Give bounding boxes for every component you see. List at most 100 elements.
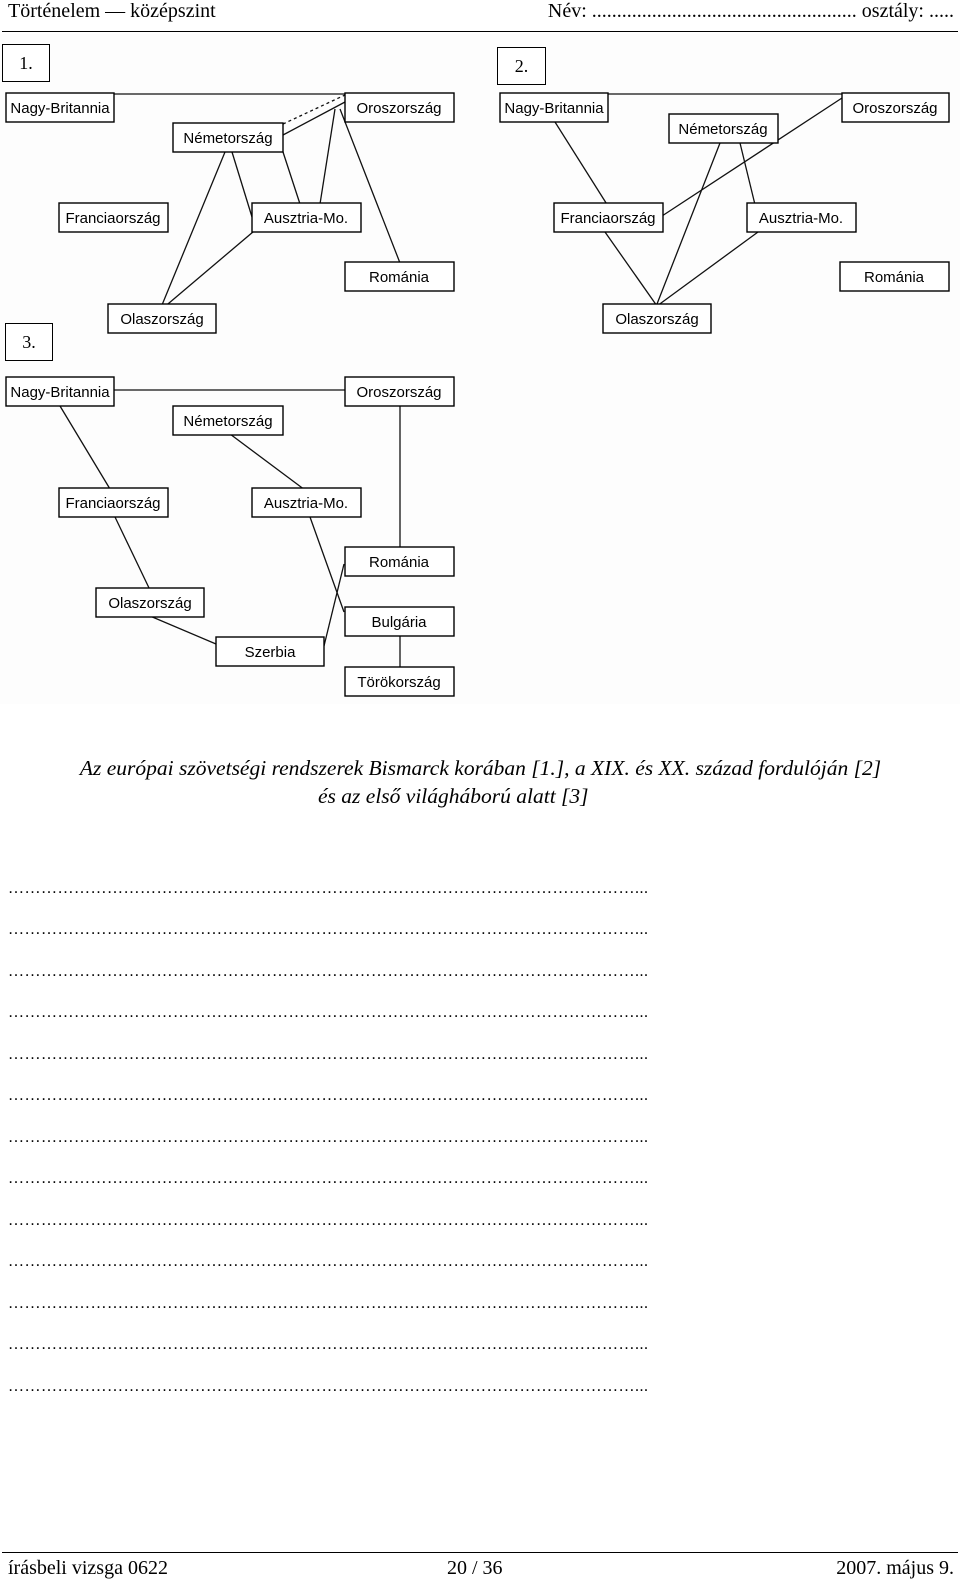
d2-link-de-it (656, 142, 721, 305)
d2-node-nemetorszag: Németország (668, 113, 779, 144)
answer-line[interactable]: ……………………………………………………………………………………………………..… (8, 860, 953, 902)
footer-divider (2, 1552, 958, 1553)
answer-line[interactable]: ……………………………………………………………………………………………………..… (8, 1358, 953, 1400)
answer-line[interactable]: ……………………………………………………………………………………………………..… (8, 1068, 953, 1110)
answer-line[interactable]: ……………………………………………………………………………………………………..… (8, 1192, 953, 1234)
d3-link-it-sr (149, 615, 217, 645)
d1-link-ru-ro (339, 108, 401, 264)
d1-label-franciaorszag: Franciaország (65, 210, 160, 227)
d3-label-romania: Románia (369, 554, 430, 571)
d2-label-romania: Románia (864, 269, 925, 286)
d3-label-ausztria: Ausztria-Mo. (264, 495, 348, 512)
d3-node-torokorszag: Törökország (344, 666, 455, 697)
diagram-3-number: 3. (5, 323, 53, 361)
header-divider (2, 31, 958, 32)
diagram-3-nodes: Nagy-Britannia Oroszország Németország F… (5, 376, 455, 697)
answer-line[interactable]: ……………………………………………………………………………………………………..… (8, 1109, 953, 1151)
d3-node-franciaorszag: Franciaország (58, 487, 169, 518)
answer-line-dots: ……………………………………………………………………………………………………..… (8, 1294, 649, 1312)
d1-link-de-ru-dashed (282, 94, 346, 125)
d1-link-de-ru (282, 101, 346, 136)
answer-line[interactable]: ……………………………………………………………………………………………………..… (8, 1317, 953, 1359)
d3-label-bulgaria: Bulgária (371, 614, 427, 631)
answer-line-dots: ……………………………………………………………………………………………………..… (8, 1004, 649, 1021)
exam-code: írásbeli vizsga 0622 (8, 1557, 168, 1579)
answer-line-dots: ……………………………………………………………………………………………………..… (8, 1045, 649, 1063)
d1-node-oroszorszag: Oroszország (344, 92, 455, 123)
page-number: 20 / 36 (447, 1557, 503, 1579)
diagram-3-connections (59, 389, 401, 668)
d1-link-de-au (231, 151, 253, 218)
d1-label-olaszorszag: Olaszország (120, 311, 203, 328)
d3-link-au-bg (309, 516, 345, 613)
d3-link-sr-ro (323, 563, 345, 647)
diagram-2-number: 2. (497, 47, 546, 85)
answer-line-dots: ……………………………………………………………………………………………………..… (8, 879, 649, 897)
d1-node-nagy-britannia: Nagy-Britannia (5, 92, 115, 123)
d2-link-fr-it (604, 231, 658, 307)
d2-label-nagy-britannia: Nagy-Britannia (504, 100, 604, 117)
alliance-diagrams-svg: Nagy-Britannia Oroszország Németország F… (5, 92, 950, 697)
d3-node-szerbia: Szerbia (215, 636, 325, 667)
d1-link-ru-au (319, 108, 336, 205)
d1-label-nagy-britannia: Nagy-Britannia (10, 100, 110, 117)
alliance-diagrams: Nagy-Britannia Oroszország Németország F… (0, 34, 960, 704)
d1-node-ausztria: Ausztria-Mo. (251, 202, 362, 233)
d3-link-gb-fr (59, 405, 111, 490)
answer-line[interactable]: ……………………………………………………………………………………………………..… (8, 1234, 953, 1276)
answer-line[interactable]: ……………………………………………………………………………………………………..… (8, 902, 953, 944)
answer-line-dots: ……………………………………………………………………………………………………..… (8, 921, 649, 938)
d2-node-oroszorszag: Oroszország (841, 92, 950, 123)
d3-node-nemetorszag: Németország (172, 405, 284, 436)
d1-link-de-it (161, 151, 226, 306)
d2-link-ru-fr (661, 97, 843, 217)
d2-label-nemetorszag: Németország (678, 121, 767, 138)
answer-line-dots: ……………………………………………………………………………………………………..… (8, 1336, 649, 1353)
answer-line[interactable]: ……………………………………………………………………………………………………..… (8, 1275, 953, 1317)
answer-area[interactable]: ……………………………………………………………………………………………………..… (8, 860, 953, 1400)
d3-node-ausztria: Ausztria-Mo. (251, 487, 362, 518)
d3-link-de-au (229, 433, 306, 491)
diagram-caption: Az európai szövetségi rendszerek Bismarc… (8, 754, 953, 810)
d1-link-de-au2 (282, 151, 301, 205)
d3-label-olaszorszag: Olaszország (108, 595, 191, 612)
answer-line-dots: ……………………………………………………………………………………………………..… (8, 1211, 649, 1229)
d1-label-ausztria: Ausztria-Mo. (264, 210, 348, 227)
d3-link-fr-it (114, 516, 151, 591)
answer-line[interactable]: ……………………………………………………………………………………………………..… (8, 985, 953, 1027)
d3-label-szerbia: Szerbia (245, 644, 297, 661)
diagram-1-connections (114, 93, 401, 310)
exam-date: 2007. május 9. (836, 1557, 954, 1579)
answer-line[interactable]: ……………………………………………………………………………………………………..… (8, 943, 953, 985)
d3-node-romania: Románia (344, 546, 455, 577)
answer-line-dots: ……………………………………………………………………………………………………..… (8, 1087, 649, 1104)
d2-link-au-it (656, 231, 759, 307)
d2-node-franciaorszag: Franciaország (553, 202, 664, 233)
d1-link-au-it (161, 225, 261, 310)
answer-line-dots: ……………………………………………………………………………………………………..… (8, 1170, 649, 1187)
d2-label-ausztria: Ausztria-Mo. (759, 210, 843, 227)
diagram-1-nodes: Nagy-Britannia Oroszország Németország F… (5, 92, 455, 334)
d3-label-nagy-britannia: Nagy-Britannia (10, 384, 110, 401)
d1-node-romania: Románia (344, 261, 455, 292)
d1-label-nemetorszag: Németország (183, 130, 272, 147)
caption-line-1: Az európai szövetségi rendszerek Bismarc… (79, 756, 882, 780)
d2-link-gb-fr (554, 121, 609, 207)
diagram-2-nodes: Nagy-Britannia Oroszország Németország F… (499, 92, 950, 334)
d1-node-franciaorszag: Franciaország (58, 202, 169, 233)
d3-label-torokorszag: Törökország (357, 674, 440, 691)
answer-line-dots: ……………………………………………………………………………………………………..… (8, 1377, 649, 1395)
caption-line-2: és az első világháború alatt [3] (318, 784, 589, 808)
d3-node-oroszorszag: Oroszország (344, 376, 455, 407)
answer-line-dots: ……………………………………………………………………………………………………..… (8, 1253, 649, 1270)
answer-line[interactable]: ……………………………………………………………………………………………………..… (8, 1026, 953, 1068)
d2-label-oroszorszag: Oroszország (852, 100, 937, 117)
d2-node-nagy-britannia: Nagy-Britannia (499, 92, 609, 123)
d1-node-nemetorszag: Németország (172, 122, 284, 153)
diagram-1-number: 1. (2, 44, 50, 82)
d3-node-olaszorszag: Olaszország (95, 587, 205, 618)
answer-line[interactable]: ……………………………………………………………………………………………………..… (8, 1151, 953, 1193)
page-footer: írásbeli vizsga 0622 20 / 36 2007. május… (0, 1557, 960, 1581)
d2-label-olaszorszag: Olaszország (615, 311, 698, 328)
d1-node-olaszorszag: Olaszország (107, 303, 217, 334)
